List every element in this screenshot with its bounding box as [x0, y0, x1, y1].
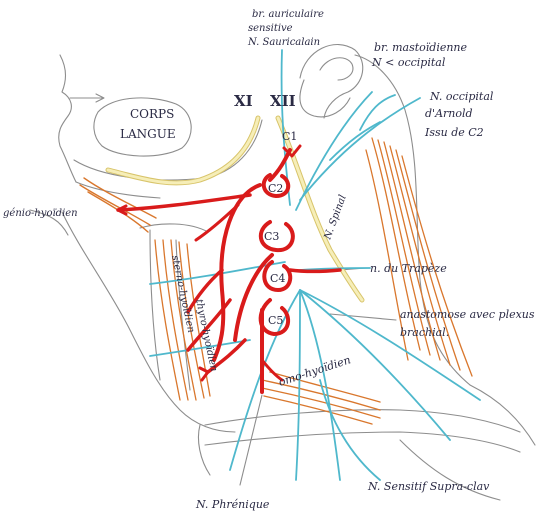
label-c3: C3 — [264, 230, 279, 243]
label-cn-xi: XI — [234, 92, 253, 110]
label-supra: N. Sensitif Supra-clav — [367, 480, 490, 493]
branch-anterior-1 — [196, 205, 238, 240]
label-phrenique: N. Phrénique — [195, 498, 270, 511]
label-corps: CORPS — [130, 107, 174, 121]
label-c4: C4 — [270, 272, 285, 285]
label-spinal: N. Spinal — [322, 194, 349, 242]
arrow-corps — [70, 94, 104, 102]
label-occipital-2: d'Arnold — [425, 107, 473, 120]
label-mastoidienne-1: br. mastoïdienne — [374, 41, 468, 54]
ansa-to-geniohyoid — [118, 195, 250, 210]
label-cn-xii: XII — [270, 92, 296, 110]
shoulder-outline — [470, 385, 535, 445]
label-occipital-3: Issu de C2 — [424, 126, 484, 139]
label-anast-1: anastomose avec plexus — [400, 308, 535, 321]
label-genio: génio-hyoïdien — [3, 208, 78, 219]
label-occipital-1: N. occipital — [429, 90, 494, 103]
mastoid-outline — [300, 80, 350, 117]
supraclavicular-nerve-5 — [300, 290, 480, 400]
label-c1: C1 — [282, 130, 297, 143]
label-auriculaire-3: N. Sauricalain — [247, 37, 320, 48]
face-profile-outline — [59, 55, 76, 182]
occipital-arnold-nerve — [300, 98, 420, 200]
sternocleidomastoid-muscle — [366, 138, 472, 376]
ear-outline — [300, 45, 363, 118]
label-c2: C2 — [268, 182, 283, 195]
label-anast-2: brachial. — [400, 326, 449, 339]
supraclavicular-nerve-2 — [296, 290, 300, 480]
trapezius-red-branch — [290, 270, 340, 272]
anast-leader — [330, 314, 396, 320]
label-c5: C5 — [268, 314, 283, 327]
sternum-outline — [198, 425, 210, 475]
label-auriculaire-2: sensitive — [248, 23, 293, 34]
label-mastoidienne-2: N < occipital — [371, 56, 446, 69]
branch-minor-1 — [320, 380, 380, 480]
label-trapeze: n. du Trapèze — [370, 262, 447, 275]
geniohyoid-muscle — [80, 178, 156, 232]
label-langue: LANGUE — [120, 127, 176, 141]
ear-inner — [320, 58, 353, 80]
label-auriculaire-1: br. auriculaire — [252, 9, 324, 20]
